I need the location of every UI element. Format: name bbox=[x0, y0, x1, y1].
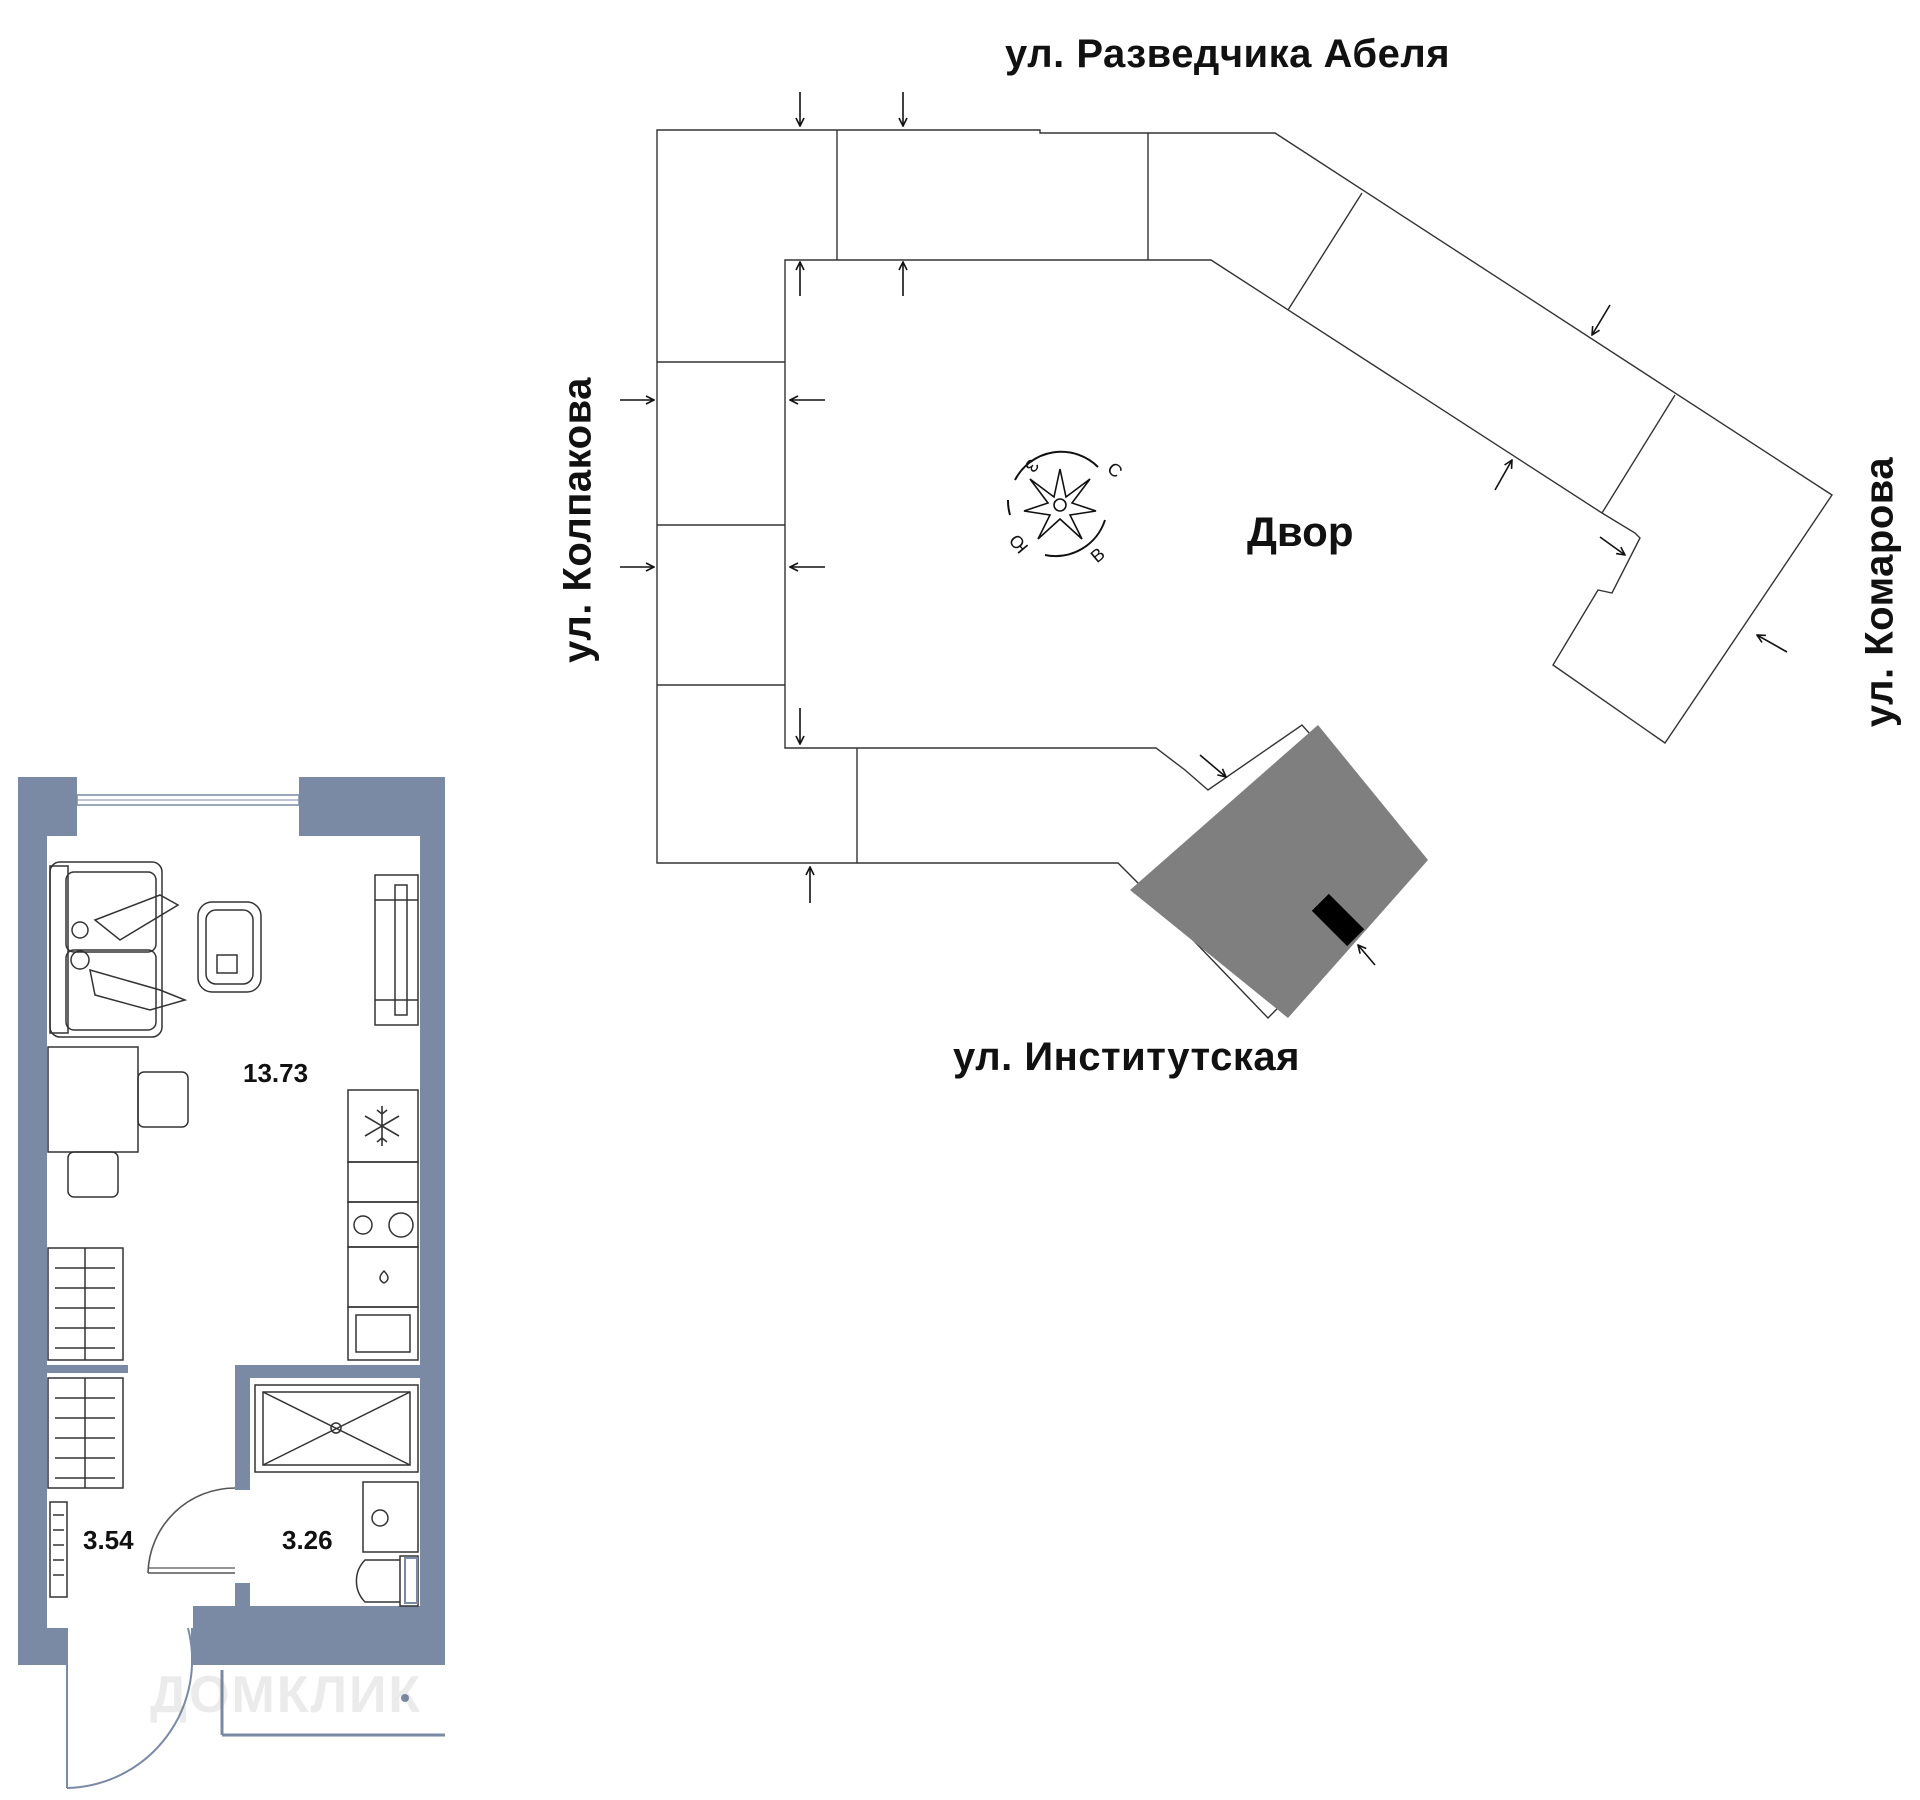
kitchen bbox=[347, 1089, 419, 1361]
entrance-arrow bbox=[1199, 754, 1226, 777]
entrance-arrow bbox=[1599, 536, 1625, 555]
entry-opening bbox=[66, 1628, 191, 1665]
radiator-valve bbox=[401, 1694, 409, 1702]
washbasin bbox=[362, 1481, 419, 1553]
shower-tray bbox=[254, 1384, 419, 1473]
window bbox=[77, 777, 299, 836]
apartment-plan bbox=[18, 777, 445, 1789]
partition-4 bbox=[1601, 394, 1676, 514]
wardrobe-upper bbox=[47, 1247, 124, 1361]
entry-door-swing bbox=[66, 1627, 193, 1789]
tv-stand bbox=[374, 874, 419, 1026]
room-area-bathroom: 3.26 bbox=[282, 1525, 333, 1555]
street-label-south: ул. Институтская bbox=[953, 1035, 1300, 1079]
shoe-rack bbox=[49, 1501, 68, 1598]
watermark: ДОМКЛИК bbox=[150, 1666, 423, 1724]
bathroom-door-swing bbox=[147, 1487, 236, 1574]
snowflake-icon bbox=[364, 1106, 400, 1146]
room-area-hall: 3.54 bbox=[83, 1525, 134, 1555]
riser bbox=[404, 1557, 418, 1604]
hall-partition bbox=[47, 1365, 128, 1373]
balcony bbox=[220, 1670, 445, 1737]
wardrobe-lower bbox=[47, 1377, 124, 1489]
street-label-west: ул. Колпакова bbox=[555, 377, 600, 663]
entrance-arrow bbox=[1494, 460, 1512, 491]
sofa bbox=[49, 861, 188, 1038]
partition-3 bbox=[1287, 192, 1363, 311]
selected-entrance bbox=[1311, 893, 1376, 966]
entrance-arrow bbox=[1592, 304, 1611, 335]
entrance-arrow bbox=[1757, 635, 1788, 653]
site-plan bbox=[656, 129, 1833, 1020]
highlighted-section bbox=[1130, 725, 1428, 1018]
coffee-table bbox=[197, 901, 262, 993]
entrance-arrows bbox=[620, 92, 1788, 903]
dining-table bbox=[47, 1046, 189, 1198]
room-area-living: 13.73 bbox=[243, 1058, 309, 1088]
building-outline bbox=[656, 129, 1833, 1020]
street-label-north: ул. Разведчика Абеля bbox=[1005, 32, 1451, 76]
street-label-east: ул. Комарова bbox=[1857, 456, 1902, 728]
yard-label: Двор bbox=[1247, 508, 1354, 555]
compass-rose bbox=[1006, 450, 1106, 558]
